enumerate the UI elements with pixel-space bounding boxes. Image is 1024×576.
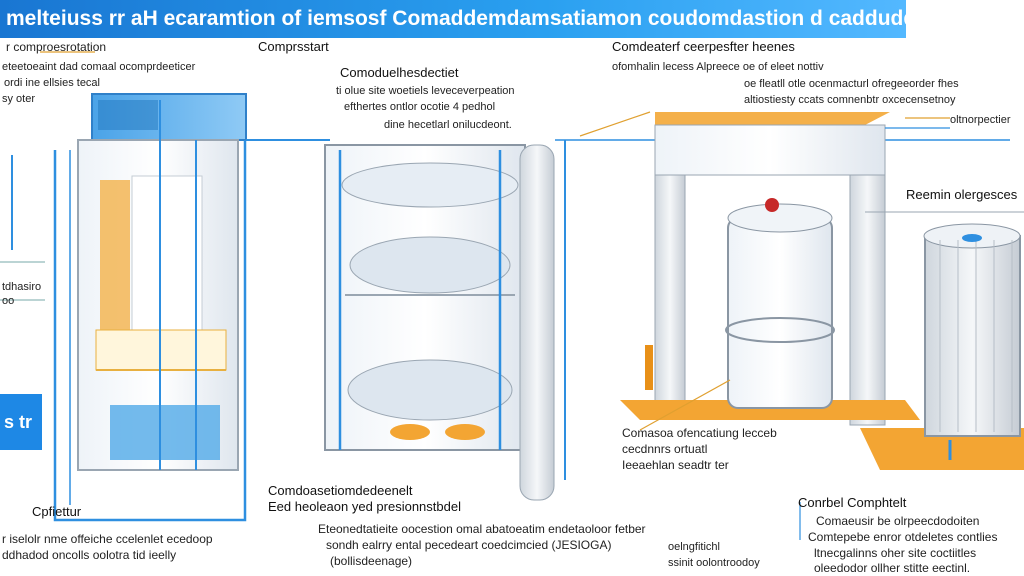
center-subheading: Comoduelhesdectiet [340, 65, 459, 80]
right-label-4: oltnorpectier [950, 114, 1011, 126]
center-bottom-subheading: Eed heoleaon yed presionnstbdel [268, 499, 461, 514]
control-heading: Conrbel Comphtelt [798, 495, 907, 510]
right-label-3: altiostiesty ccats comnenbtr oxcecensetn… [744, 94, 956, 106]
left-top-label-4: sy oter [2, 93, 36, 105]
small-label-1: oelngfitichl [668, 541, 720, 553]
left-top-label-2: eteetoeaint dad comaal ocomprdeeticer [2, 61, 196, 73]
control-label-3: ltnecgalinns oher site coctiitles [814, 546, 977, 560]
title-banner: melteiuss rr aH ecaramtion of iemsosf Co… [0, 0, 906, 38]
left-bottom-label-1: r iselolr nme offeiche ccelenlet ecedoop [2, 532, 213, 546]
control-label-1: Comaeusir be olrpeecdodoiten [816, 514, 980, 528]
center-bottom-label-2: sondh ealrry ental pecedeart coedcimcied… [326, 538, 612, 552]
center-bottom-label-3: (bollisdeenage) [330, 554, 413, 568]
right-label-1: ofomhalin lecess Alpreece oe of eleet no… [612, 61, 824, 73]
leader-lines [40, 51, 950, 431]
small-label-2: ssinit oolontroodoy [668, 557, 760, 569]
left-bottom-heading: Cpfiettur [32, 504, 82, 519]
left-mid-label-2: oo [2, 295, 15, 307]
left-top-label-1: r comproesrotation [6, 40, 107, 54]
control-label-4: oleedodor ollher stitte eectinl. [814, 561, 971, 575]
left-condenser-unit [0, 93, 330, 522]
center-heading: Comprsstart [258, 39, 329, 54]
center-rack-unit [324, 139, 1010, 501]
right-mid-label-1: Comasoa ofencatiung lecceb [622, 426, 777, 440]
right-label-2: oe fleatll otle ocenmacturl ofregeeorder… [744, 78, 959, 90]
right-mid-label-3: Ieeaehlan seadtr ter [622, 458, 729, 472]
right-assembly [620, 112, 1024, 470]
center-bottom-heading: Comdoasetiomdedeenelt [268, 483, 413, 498]
right-side-heading: Reemin olergesces [906, 187, 1018, 202]
left-top-label-3: ordi ine ellsies tecal [4, 77, 100, 89]
center-sub-label-1: ti olue site woetiels leveceverpeation [336, 85, 515, 97]
center-sub-label-3: dine hecetlarl onilucdeont. [384, 119, 512, 131]
right-heading: Comdeaterf ceerpesfter heenes [612, 39, 795, 54]
center-bottom-label-1: Eteonedtatieite oocestion omal abatoeati… [318, 522, 646, 536]
right-mid-label-2: cecdnnrs ortuatl [622, 442, 708, 456]
control-label-2: Comtepebe enror otdeletes contlies [808, 530, 998, 544]
center-sub-label-2: efthertes ontlor ocotie 4 pedhol [344, 101, 496, 113]
left-mid-label-1: tdhasiro [2, 281, 42, 293]
blue-leaders [799, 127, 950, 540]
left-bottom-label-2: ddhadod oncolls oolotra tid ieelly [2, 548, 177, 562]
left-blue-tag: s tr [0, 394, 42, 450]
